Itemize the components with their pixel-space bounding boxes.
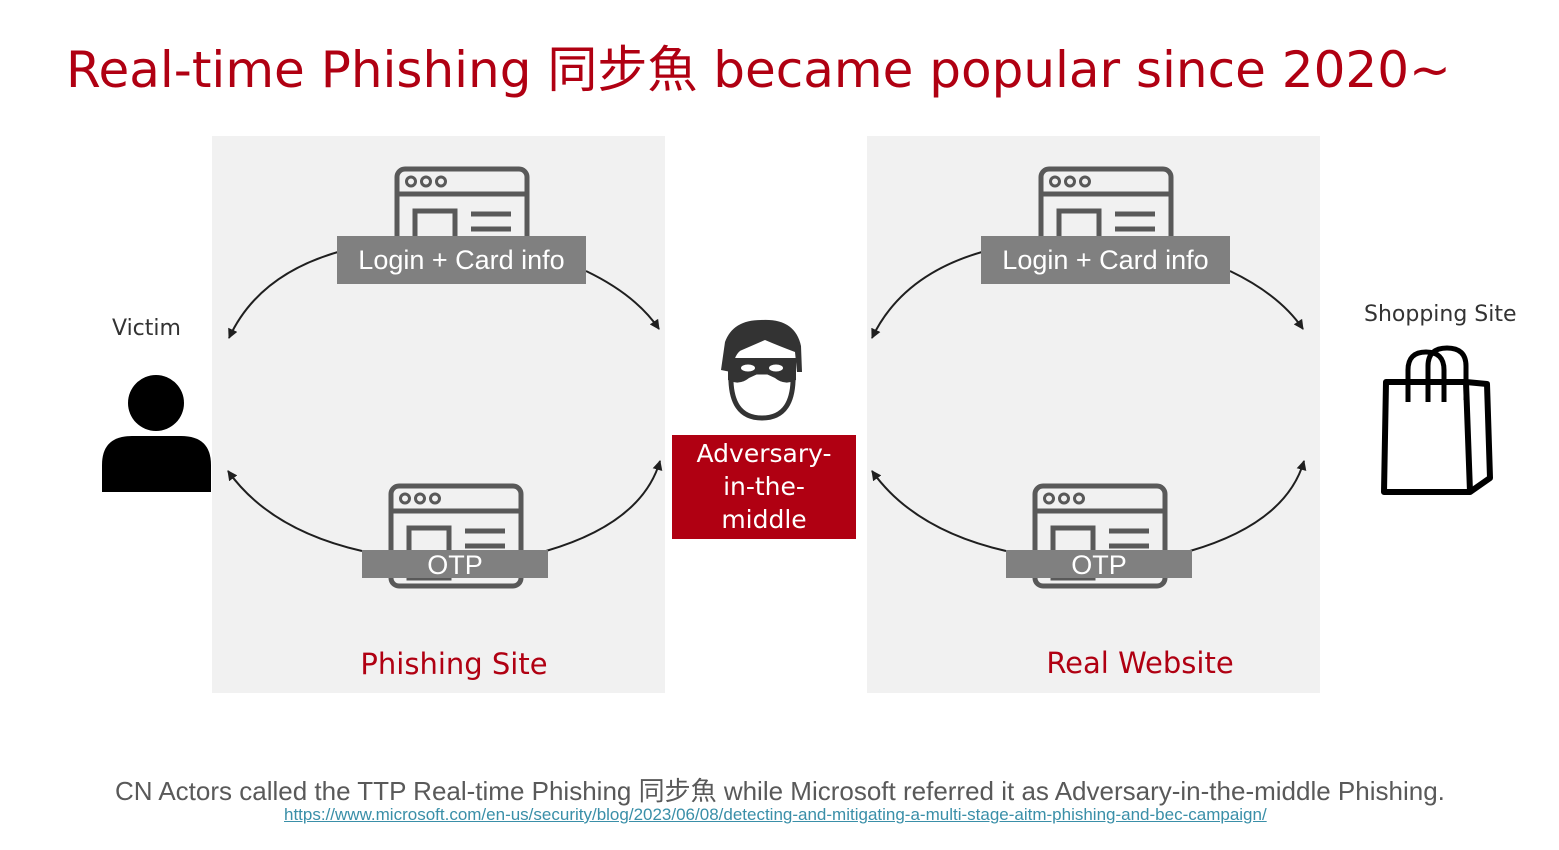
real-website-panel bbox=[867, 136, 1320, 693]
hacker-mask-icon bbox=[721, 319, 802, 421]
otp-label: OTP bbox=[1006, 550, 1192, 580]
arrow bbox=[228, 251, 339, 339]
shopping-bag-icon bbox=[1381, 345, 1493, 495]
arrow bbox=[585, 270, 660, 330]
microsoft-blog-link[interactable]: https://www.microsoft.com/en-us/security… bbox=[284, 805, 1267, 824]
shopping-site-label: Shopping Site bbox=[1364, 302, 1517, 327]
arrow bbox=[545, 460, 663, 552]
arrow bbox=[1229, 270, 1304, 330]
arrow bbox=[871, 251, 983, 339]
aitm-label-line: in-the- bbox=[723, 472, 805, 501]
arrow bbox=[1189, 460, 1307, 552]
login-card-info-label: Login + Card info bbox=[981, 236, 1230, 284]
adversary-in-the-middle-box: Adversary- in-the- middle bbox=[672, 435, 856, 539]
login-card-info-label: Login + Card info bbox=[337, 236, 586, 284]
arrow bbox=[871, 470, 1007, 552]
aitm-label-line: middle bbox=[721, 505, 807, 534]
arrow bbox=[227, 470, 363, 552]
person-icon bbox=[102, 375, 211, 492]
real-website-label: Real Website bbox=[1046, 646, 1234, 680]
aitm-label-line: Adversary- bbox=[696, 439, 832, 468]
victim-label: Victim bbox=[112, 316, 181, 341]
phishing-site-label: Phishing Site bbox=[360, 647, 548, 681]
page-title: Real-time Phishing 同步魚 became popular si… bbox=[66, 41, 1451, 99]
phishing-site-panel bbox=[212, 136, 665, 693]
footer-caption: CN Actors called the TTP Real-time Phish… bbox=[115, 776, 1445, 806]
otp-label: OTP bbox=[362, 550, 548, 580]
